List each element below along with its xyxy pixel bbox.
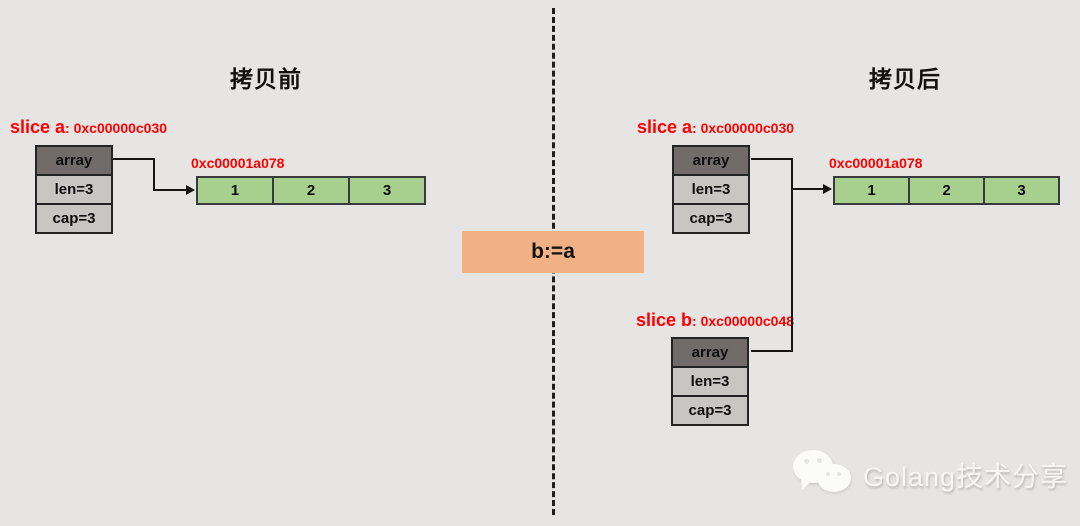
array-cell-1: 1 (196, 176, 274, 205)
after-slice-b-name: slice b (636, 310, 693, 330)
array-cell-3: 3 (983, 176, 1060, 205)
after-slice-b-pointer-line (751, 350, 793, 352)
copy-operation-box: b:=a (462, 231, 644, 273)
after-slice-a-label: slice a: 0xc00000c030 (637, 117, 794, 138)
struct-field-array: array (35, 145, 113, 176)
after-pointer-arrowhead-icon (823, 184, 832, 194)
before-pointer-arrowhead-icon (186, 185, 195, 195)
before-array-address: 0xc00001a078 (191, 155, 285, 171)
after-pointer-arrow-line (791, 188, 823, 190)
array-cell-2: 2 (272, 176, 350, 205)
array-cell-2: 2 (908, 176, 985, 205)
after-slice-a-address: : 0xc00000c030 (692, 120, 795, 136)
after-backing-array: 1 2 3 (833, 176, 1060, 205)
struct-field-array: array (671, 337, 749, 368)
before-slice-a-label: slice a: 0xc00000c030 (10, 117, 167, 138)
after-slice-b-struct: array len=3 cap=3 (671, 337, 749, 426)
before-pointer-line-h1 (113, 158, 155, 160)
struct-field-cap: cap=3 (671, 395, 749, 426)
before-slice-a-struct: array len=3 cap=3 (35, 145, 113, 234)
after-slice-a-pointer-line (751, 158, 793, 160)
after-slice-b-label: slice b: 0xc00000c048 (636, 310, 794, 331)
wechat-icon (791, 446, 857, 502)
watermark-text: Golang技术分享 (863, 461, 1069, 492)
watermark: Golang技术分享 (791, 446, 1068, 502)
struct-field-cap: cap=3 (35, 203, 113, 234)
before-slice-a-name: slice a (10, 117, 66, 137)
struct-field-array: array (672, 145, 750, 176)
struct-field-cap: cap=3 (672, 203, 750, 234)
after-title: 拷贝后 (869, 66, 941, 92)
before-backing-array: 1 2 3 (196, 176, 426, 205)
before-title: 拷贝前 (230, 66, 302, 92)
struct-field-len: len=3 (672, 174, 750, 205)
array-cell-3: 3 (348, 176, 426, 205)
array-cell-1: 1 (833, 176, 910, 205)
before-slice-a-address: : 0xc00000c030 (65, 120, 168, 136)
after-slice-b-address: : 0xc00000c048 (692, 313, 795, 329)
wechat-bubble-small (817, 464, 851, 492)
before-pointer-line-v (153, 158, 155, 191)
after-slice-a-name: slice a (637, 117, 693, 137)
struct-field-len: len=3 (671, 366, 749, 397)
after-slice-a-struct: array len=3 cap=3 (672, 145, 750, 234)
before-pointer-line-h2 (153, 189, 186, 191)
after-array-address: 0xc00001a078 (829, 155, 923, 171)
after-pointer-bus-line (791, 158, 793, 352)
struct-field-len: len=3 (35, 174, 113, 205)
